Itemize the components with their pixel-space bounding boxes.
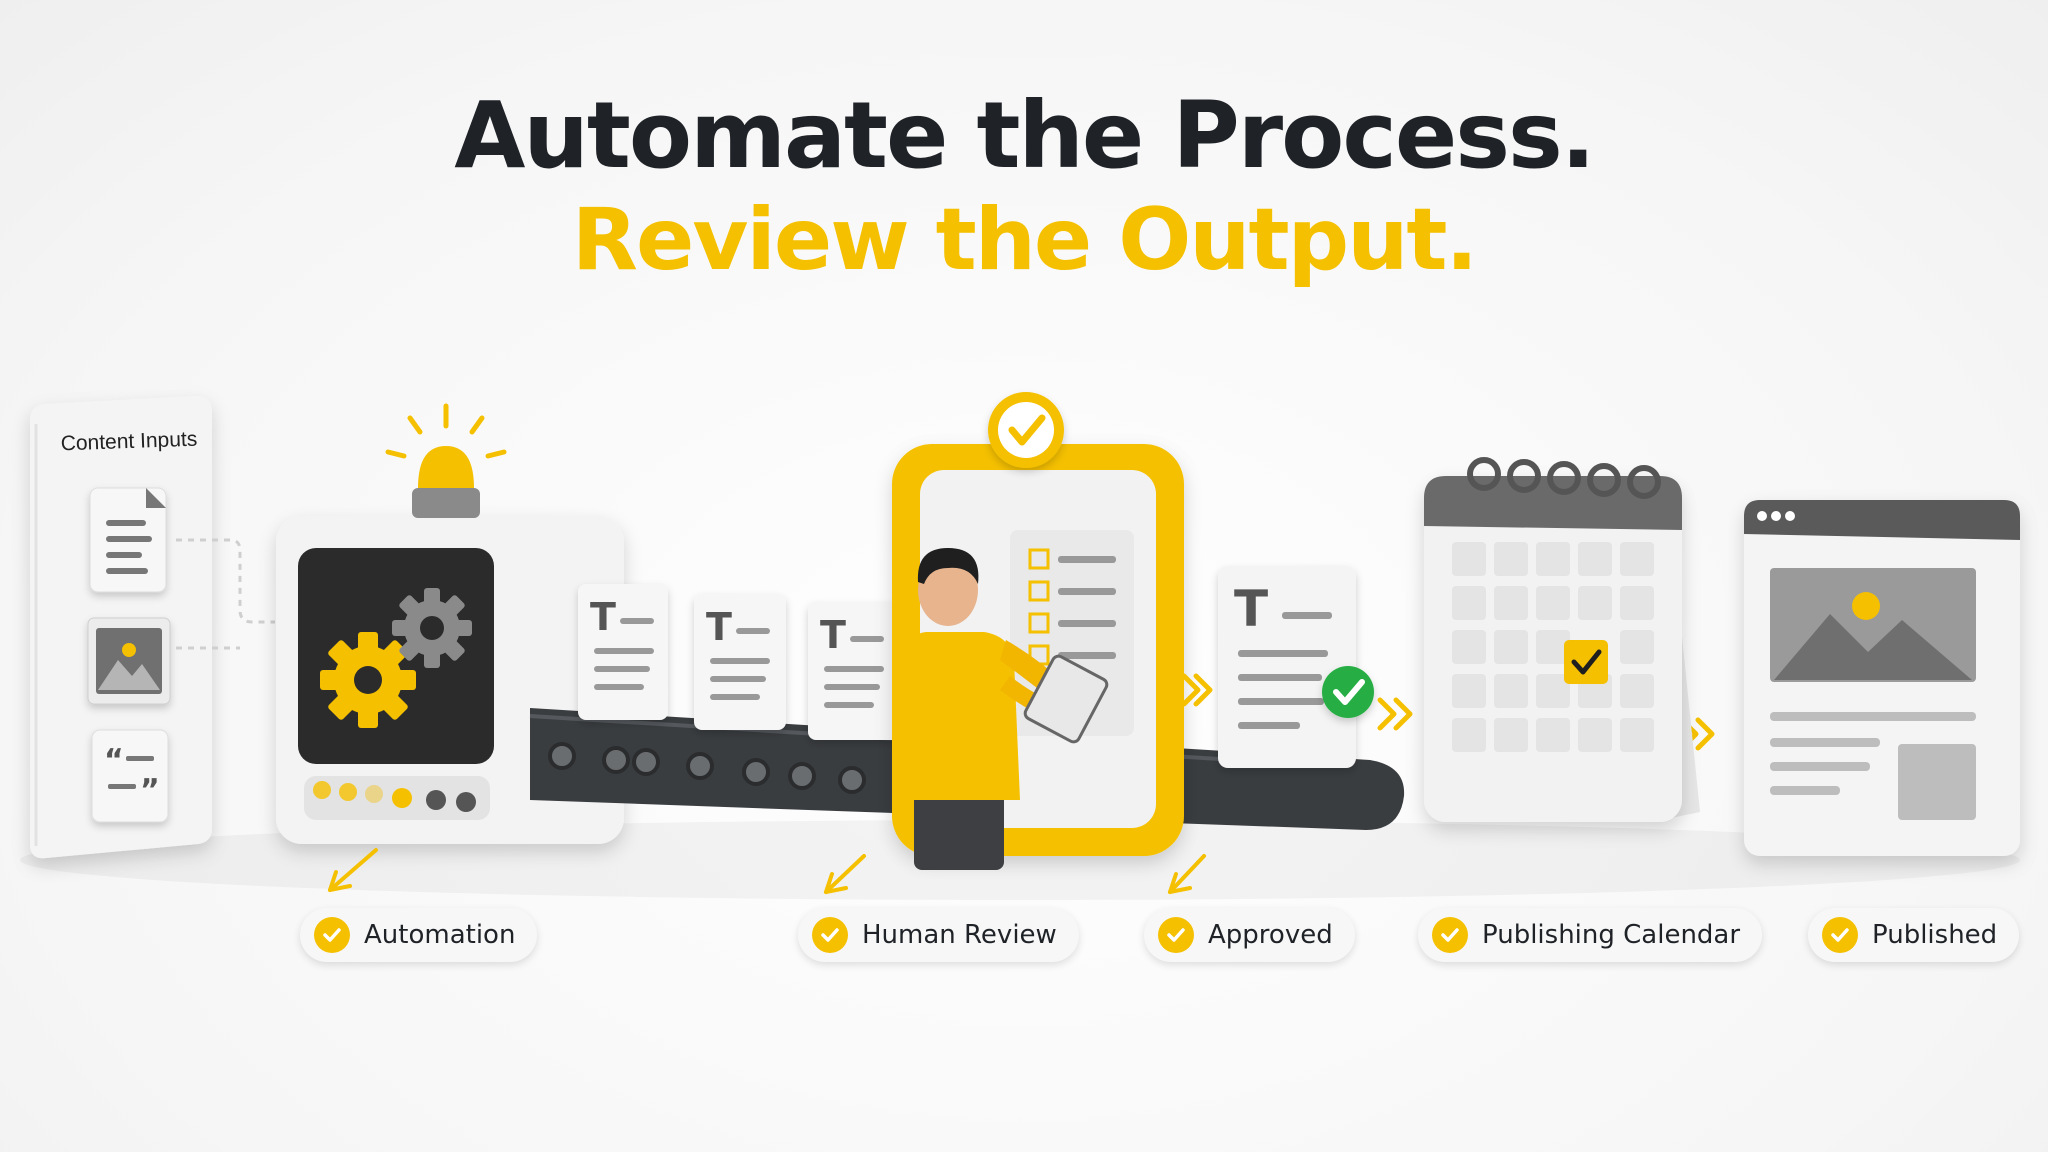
step-label: Automation [364, 920, 516, 950]
approved-document: T [1218, 566, 1356, 768]
step-automation: Automation [300, 908, 538, 962]
checkmark-icon [812, 917, 848, 953]
browser-window-icon [1744, 500, 2020, 856]
checkmark-icon [1822, 917, 1858, 953]
human-reviewer-figure [898, 548, 1109, 870]
svg-text:T: T [590, 595, 616, 639]
arrow-chevron-icon [1377, 697, 1413, 731]
gear-icon [392, 588, 472, 668]
step-publishing-calendar: Publishing Calendar [1418, 908, 1763, 962]
beacon-light-icon [385, 403, 507, 518]
svg-text:T: T [820, 613, 846, 657]
step-label: Published [1872, 920, 1998, 950]
step-human-review: Human Review [798, 908, 1079, 962]
checkmark-icon [1158, 917, 1194, 953]
image-icon [87, 617, 171, 705]
quote-icon: “ ” [91, 729, 169, 823]
headline-line-1: Automate the Process. [454, 82, 1596, 189]
step-label: Human Review [862, 920, 1057, 950]
svg-text:“: “ [104, 743, 124, 778]
document-icon [89, 487, 167, 593]
document-icon: T [808, 602, 900, 740]
checkmark-icon [1322, 666, 1374, 718]
checkmark-icon [314, 917, 350, 953]
step-published: Published [1808, 908, 2020, 962]
document-icon: T [694, 594, 786, 730]
document-icon: T [578, 584, 668, 720]
step-approved: Approved [1144, 908, 1355, 962]
checkmark-icon [1432, 917, 1468, 953]
step-label: Publishing Calendar [1482, 920, 1741, 950]
gear-icon [320, 632, 416, 728]
svg-text:T: T [706, 605, 732, 649]
arrow-chevron-icon [1181, 673, 1213, 707]
svg-text:”: ” [140, 773, 160, 808]
calendar-icon [1424, 457, 1700, 822]
headline-line-2: Review the Output. [571, 190, 1478, 290]
step-label: Approved [1208, 920, 1333, 950]
svg-text:T: T [1234, 580, 1268, 638]
